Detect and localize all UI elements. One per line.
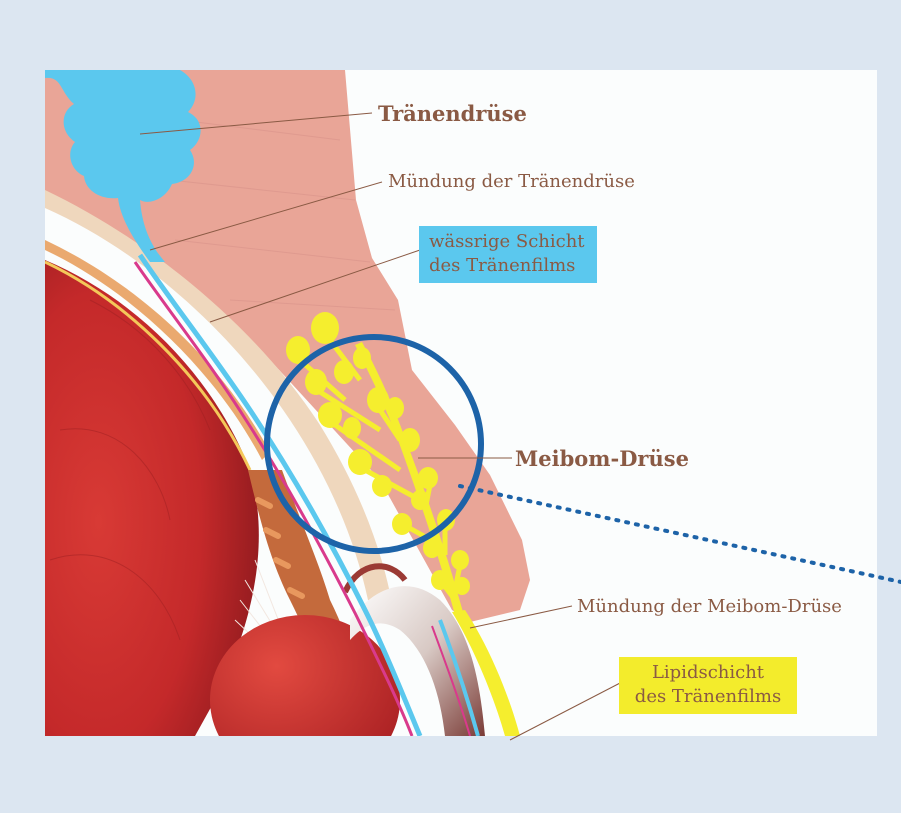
label-waessrige-schicht: wässrige Schicht des Tränenfilms: [419, 226, 597, 283]
label-meibom-druese: Meibom-Drüse: [515, 446, 689, 471]
label-lipidschicht: Lipidschicht des Tränenfilms: [619, 657, 797, 714]
label-traenendruese: Tränendrüse: [378, 101, 527, 126]
label-waessrige-line2: des Tränenfilms: [429, 254, 587, 278]
label-lipid-line2: des Tränenfilms: [631, 685, 785, 709]
label-muendung-traenendruese: Mündung der Tränendrüse: [388, 171, 635, 193]
lens: [210, 615, 400, 785]
label-waessrige-line1: wässrige Schicht: [429, 230, 587, 254]
label-muendung-meibom: Mündung der Meibom-Drüse: [577, 596, 842, 618]
label-lipid-line1: Lipidschicht: [631, 661, 785, 685]
